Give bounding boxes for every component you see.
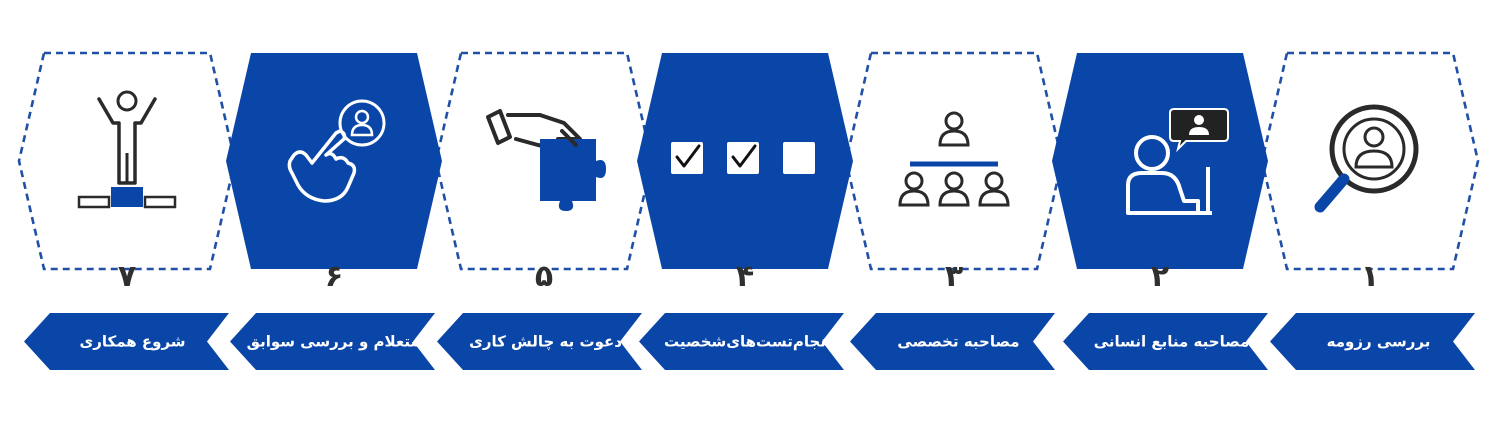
step-label-3: مصاحبه تخصصی — [897, 333, 1019, 351]
hand-puzzle-icon — [486, 109, 606, 211]
step-label-2: مصاحبه منابع انسانی — [1094, 333, 1250, 351]
step-hexagon-6 — [226, 53, 442, 269]
step-label-arrow-1 — [1270, 313, 1475, 370]
step-number-7: ۷ — [118, 259, 136, 294]
checkboxes-icon — [671, 142, 815, 174]
step-label-6: استعلام و بررسی سوابق — [247, 333, 431, 351]
step-number-2: ۲ — [1151, 259, 1169, 294]
step-number-4: ۴ — [736, 259, 754, 294]
video-interview-icon — [1126, 108, 1229, 215]
step-number-6: ۶ — [325, 259, 343, 294]
step-label-arrow-7 — [24, 313, 229, 370]
step-number-1: ۱ — [1361, 259, 1379, 294]
team-hierarchy-icon — [898, 111, 1010, 207]
step-label-arrow-5 — [437, 313, 642, 370]
step-label-4: انجام‌تست‌های‌شخصیت — [664, 333, 831, 351]
step-number-3: ۳ — [945, 259, 963, 294]
step-label-arrow-3 — [850, 313, 1055, 370]
step-hexagon-2 — [1052, 53, 1268, 269]
step-label-arrow-4 — [639, 313, 844, 370]
winner-podium-icon — [77, 90, 177, 209]
pointing-hand-person-icon — [287, 99, 386, 203]
step-label-7: شروع همکاری — [79, 333, 185, 351]
step-hexagon-1 — [1260, 51, 1480, 271]
step-label-arrow-6 — [230, 313, 435, 370]
step-hexagon-3 — [844, 51, 1064, 271]
magnifier-person-icon — [1314, 104, 1419, 213]
step-label-arrow-2 — [1063, 313, 1268, 370]
step-label-1: بررسی رزومه — [1327, 333, 1431, 351]
step-label-5: دعوت به چالش کاری — [469, 333, 622, 352]
step-number-5: ۵ — [535, 259, 553, 294]
